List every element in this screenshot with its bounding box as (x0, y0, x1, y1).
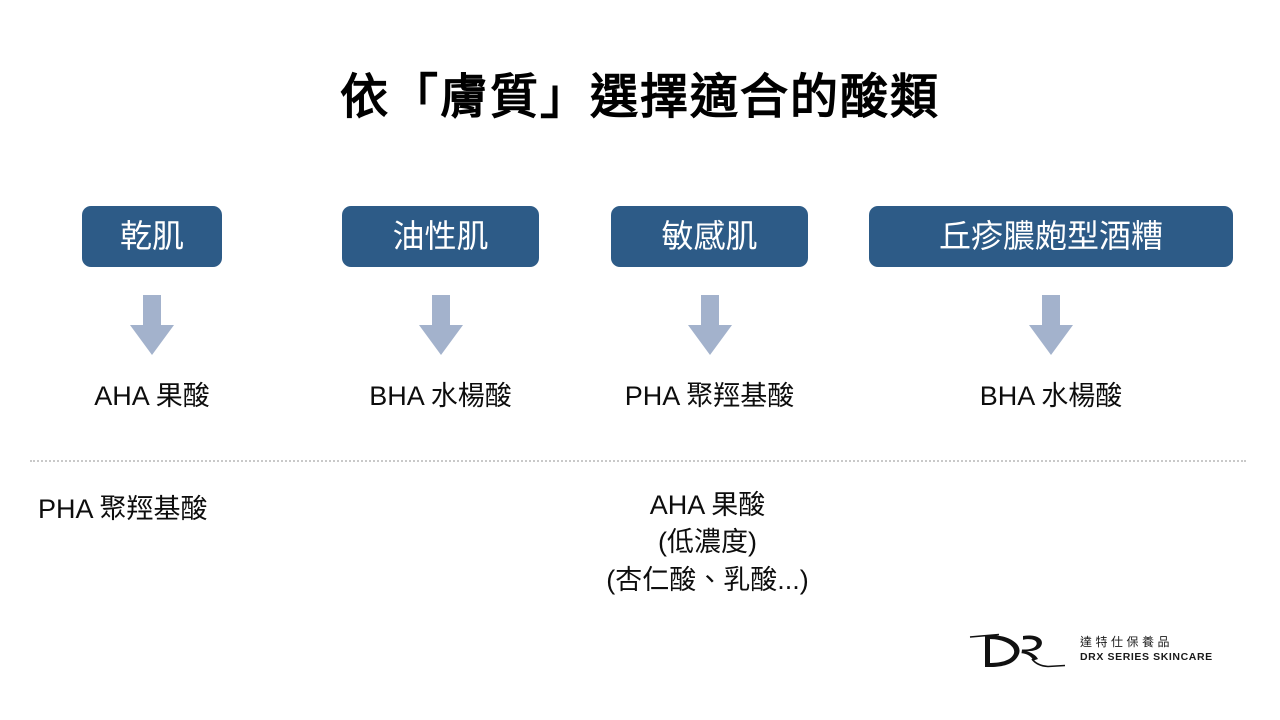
brand-logo: 達特仕保養品 DRX SERIES SKINCARE (968, 622, 1212, 678)
skin-type-pill-1[interactable]: 乾肌 (82, 206, 222, 267)
arrow-container-4 (869, 295, 1233, 365)
lower-center-line-3: (杏仁酸、乳酸...) (606, 564, 809, 595)
drx-monogram-icon (969, 633, 1066, 668)
acid-label-1: AHA 果酸 (94, 381, 210, 411)
lower-left-text: PHA 聚羥基酸 (38, 494, 208, 524)
skin-type-pill-3[interactable]: 敏感肌 (611, 206, 808, 267)
arrow-container-2 (342, 295, 539, 365)
skin-type-pill-4[interactable]: 丘疹膿皰型酒糟 (869, 206, 1233, 267)
down-arrow-icon (130, 295, 174, 355)
arrow-container-1 (82, 295, 222, 365)
logo-name-cn: 達特仕保養品 (1080, 635, 1174, 650)
skin-type-column-2: 油性肌 BHA 水楊酸 (342, 206, 539, 414)
skin-type-column-4: 丘疹膿皰型酒糟 BHA 水楊酸 (869, 206, 1233, 414)
acid-label-4: BHA 水楊酸 (979, 381, 1123, 411)
down-arrow-icon (418, 295, 463, 355)
arrow-container-3 (611, 295, 808, 365)
logo-text-block: 達特仕保養品 DRX SERIES SKINCARE (1080, 634, 1213, 666)
skin-type-column-3: 敏感肌 PHA 聚羥基酸 (611, 206, 808, 414)
logo-name-en: DRX SERIES SKINCARE (1080, 651, 1213, 664)
acid-label-2: BHA 水楊酸 (369, 381, 512, 411)
lower-center-line-2: (低濃度) (658, 527, 757, 558)
lower-center-line-1: AHA 果酸 (649, 490, 766, 520)
down-arrow-icon (1029, 295, 1073, 355)
lower-center-text: AHA 果酸 (低濃度) (杏仁酸、乳酸...) (0, 487, 1280, 599)
skin-type-column-1: 乾肌 AHA 果酸 (82, 206, 222, 414)
down-arrow-icon (687, 295, 732, 355)
acid-label-3: PHA 聚羥基酸 (624, 381, 795, 411)
page-title: 依「膚質」選擇適合的酸類 (339, 71, 940, 124)
section-divider (30, 460, 1246, 462)
skin-type-pill-2[interactable]: 油性肌 (342, 206, 539, 267)
